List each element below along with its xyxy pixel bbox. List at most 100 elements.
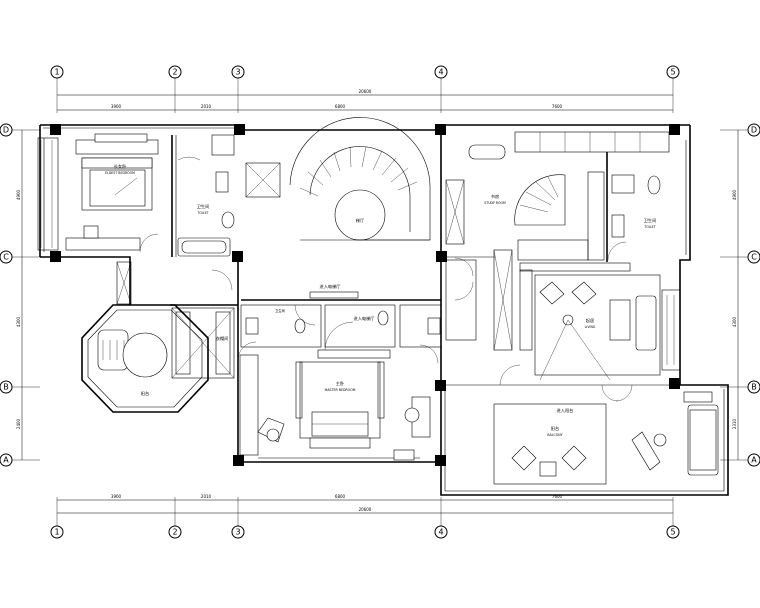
grid-bubble-left-D: D [0,123,13,137]
grid-bubble-bottom-5: 5 [666,525,680,539]
toilet [221,211,235,229]
room-sub-bath-nw: TOILET [196,211,208,215]
bottom-grid-bubbles: 1 2 3 4 5 [50,525,680,539]
room-sub-bath-ne: TOILET [643,225,655,229]
door-swings [211,256,680,386]
room-bedroom-nw: 长女卧 ELDEST BEDROOM [37,133,159,253]
vanity-sink [611,214,625,238]
left-dimension-chain: 4900 4300 2400 [12,129,40,461]
coffee-table [609,299,631,341]
svg-text:2: 2 [172,68,177,77]
room-name-bath-nw: 卫生间 [197,203,210,210]
bedside-panel [94,133,148,143]
sink [427,317,441,335]
room-bath-nw: 卫生间 TOILET [171,134,235,257]
rug [534,274,661,376]
room-name-bath-ne: 卫生间 [644,217,657,224]
svg-text:2: 2 [172,528,177,537]
callout-entry-1: 进入电梯厅 [320,283,341,290]
left-dim-2: 4300 [16,316,21,327]
side-table [539,461,557,477]
column [233,455,244,466]
right-dim-3: 2310 [732,418,737,429]
column [669,378,680,389]
toilet [647,175,661,195]
structural-columns [50,124,680,466]
grid-bubble-right-A: A [747,453,760,467]
grid-bubble-top-5: 5 [666,65,680,79]
column [435,380,446,391]
bottom-dim-1: 3900 [111,494,122,499]
left-grid-bubbles: D C B A [0,123,13,467]
vanity-sink [215,171,229,193]
column [50,251,61,262]
grid-bubble-bottom-1: 1 [50,525,64,539]
top-total-dim: 20600 [359,89,372,94]
room-balcony: 阳台 BALCONY 进入阳台 [493,384,719,485]
room-name-cloakroom: 衣帽间 [216,335,229,342]
bed-headboard [81,157,153,169]
round-stool [404,407,420,423]
svg-text:A: A [3,456,9,465]
right-grid-bubbles: D C B A [747,123,760,467]
sun-lounger [631,431,661,471]
side-table-round [653,433,667,447]
toilet [377,310,389,326]
chair [83,225,99,239]
tv-wall [493,249,513,351]
svg-text:1: 1 [54,528,59,537]
elevator-shaft [245,162,281,198]
octagon-outline [81,304,209,413]
room-name-master: 主卧 [336,380,344,387]
grid-bubble-right-C: C [747,250,760,264]
svg-text:C: C [751,253,757,262]
svg-text:5: 5 [670,528,675,537]
column [435,455,446,466]
right-dimension-chain: 4900 4300 2310 [720,129,748,461]
spiral-stair-outer [289,117,431,241]
planter [683,391,713,403]
bottom-dim-4: 7600 [552,494,563,499]
grid-bubble-top-2: 2 [168,65,182,79]
room-name-balcony: 阳台 [551,425,559,432]
desk [65,237,141,251]
top-dim-3: 6800 [335,104,346,109]
room-sub-study: STUDY ROOM [484,201,506,205]
column [232,251,243,262]
grid-bubble-left-A: A [0,453,13,467]
grid-bubble-right-D: D [747,123,760,137]
outdoor-sofa [687,404,719,476]
balcony-rug [493,403,607,485]
headboard [317,349,391,359]
center-bath-rooms: 卫生间 进入电梯厅 [240,304,442,351]
left-dim-1: 4900 [16,189,21,200]
bookshelf [514,131,670,153]
room-sub-living: LIVING [585,325,596,329]
svg-text:4: 4 [438,528,443,537]
lounge-chair [539,281,565,305]
grid-bubble-bottom-2: 2 [168,525,182,539]
svg-text:D: D [751,126,757,135]
side-table [266,428,280,442]
balcony-chair [561,445,587,471]
bathtub [177,237,231,257]
svg-text:5: 5 [670,68,675,77]
plant-box [393,449,415,461]
sink [245,317,259,335]
room-sub-bath-center: 卫生间 [275,308,285,313]
room-name-stair-hall: 梯厅 [356,217,364,224]
master-bed [299,361,381,439]
top-dim-1: 3900 [111,104,122,109]
room-cloakroom: 衣帽间 [171,307,235,379]
svg-text:1: 1 [54,68,59,77]
threshold [309,291,359,299]
right-dim-1: 4900 [732,189,737,200]
top-dim-4: 7600 [552,104,563,109]
room-name-bedroom-nw: 长女卧 [114,163,127,170]
grid-bubble-bottom-4: 4 [434,525,448,539]
svg-text:B: B [3,383,9,392]
svg-text:A: A [751,456,757,465]
room-bath-ne: 卫生间 TOILET [606,152,661,262]
svg-text:3: 3 [235,528,240,537]
